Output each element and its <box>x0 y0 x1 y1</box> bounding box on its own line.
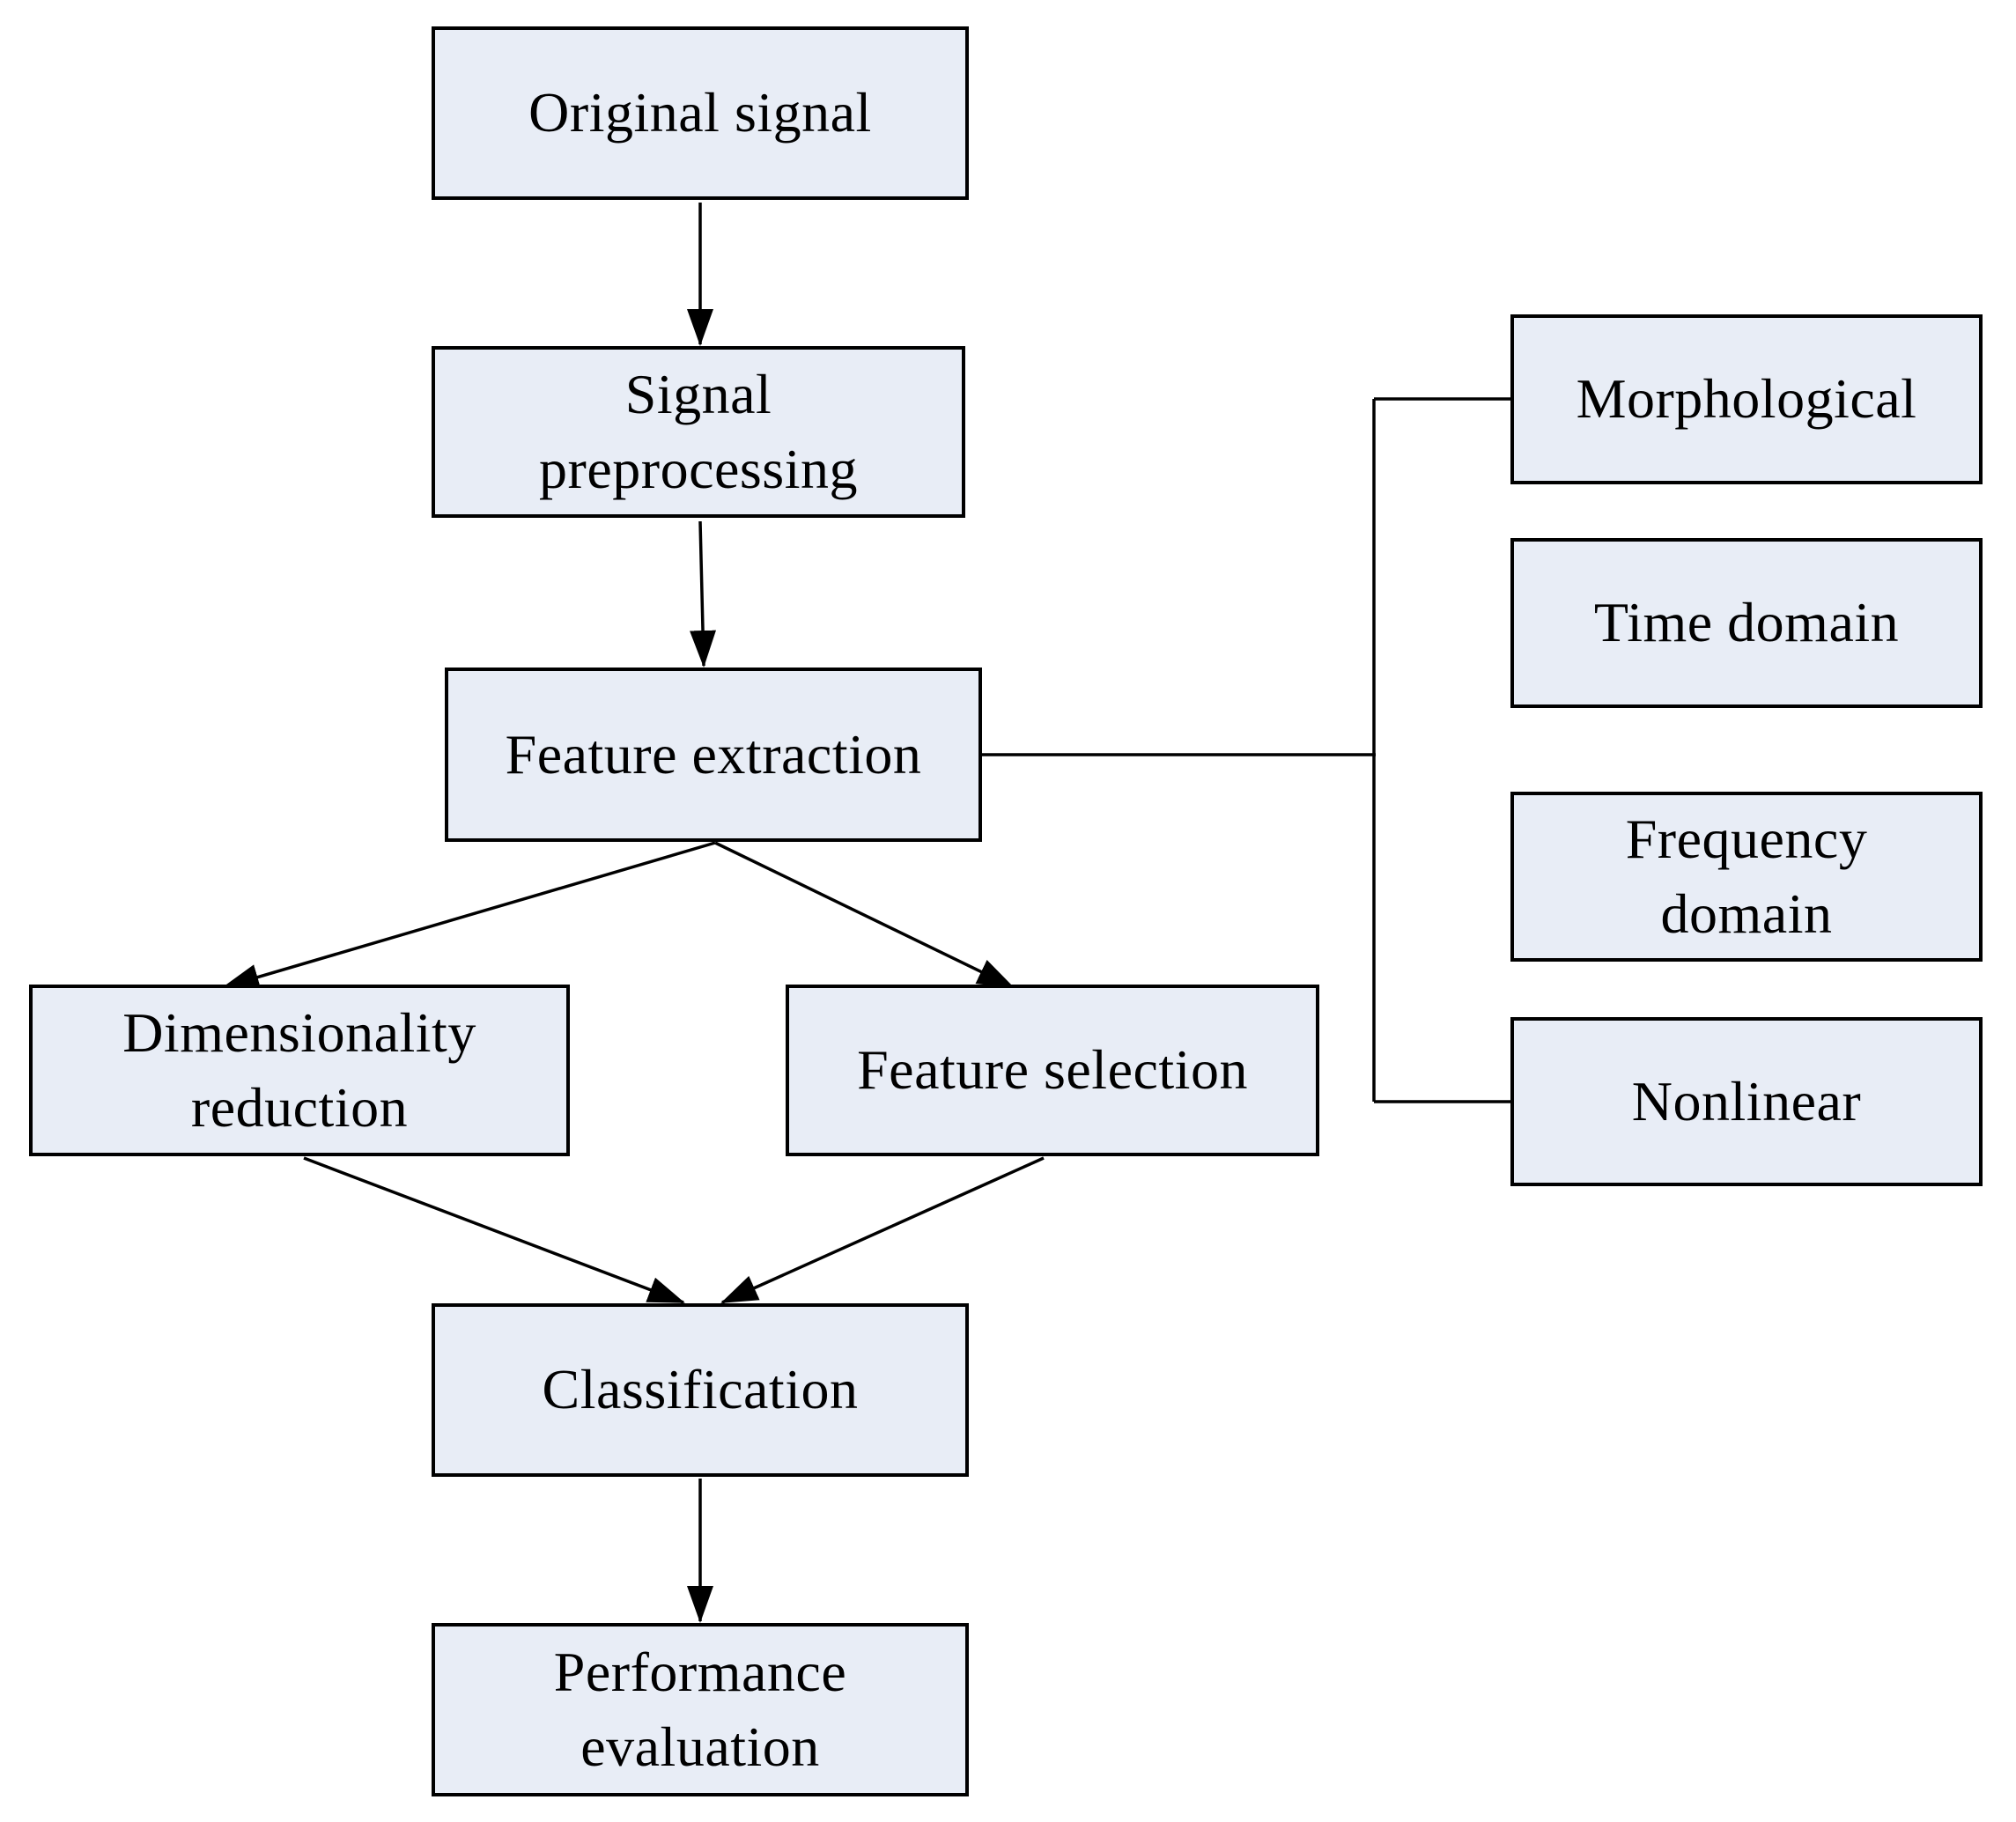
node-label-signal-preprocessing: Signal preprocessing <box>539 363 858 500</box>
node-label-time-domain: Time domain <box>1593 591 1900 654</box>
node-performance-evaluation: Performance evaluation <box>432 1623 969 1796</box>
node-label-original-signal: Original signal <box>528 81 872 144</box>
node-label-frequency-domain: Frequency domain <box>1625 808 1868 945</box>
connector-line <box>714 841 1015 989</box>
node-label-classification: Classification <box>542 1358 859 1421</box>
node-frequency-domain: Frequency domain <box>1510 792 1983 962</box>
connector-line <box>690 520 717 668</box>
node-time-domain: Time domain <box>1510 538 1983 708</box>
node-morphological: Morphological <box>1510 314 1983 484</box>
node-nonlinear: Nonlinear <box>1510 1017 1983 1186</box>
node-dimensionality-reduction: Dimensionality reduction <box>29 985 570 1156</box>
node-feature-extraction: Feature extraction <box>445 668 982 842</box>
node-label-feature-selection: Feature selection <box>857 1038 1248 1102</box>
node-original-signal: Original signal <box>432 26 969 200</box>
node-label-morphological: Morphological <box>1576 367 1917 431</box>
connector-line <box>720 1156 1045 1304</box>
node-label-performance-evaluation: Performance evaluation <box>553 1641 847 1778</box>
node-label-nonlinear: Nonlinear <box>1631 1069 1862 1132</box>
connector-line <box>303 1156 685 1304</box>
node-classification: Classification <box>432 1303 969 1477</box>
connector-line <box>222 841 716 991</box>
node-signal-preprocessing: Signal preprocessing <box>432 346 965 518</box>
node-label-dimensionality-reduction: Dimensionality reduction <box>122 1001 476 1139</box>
node-feature-selection: Feature selection <box>786 985 1319 1156</box>
node-label-feature-extraction: Feature extraction <box>505 722 922 786</box>
